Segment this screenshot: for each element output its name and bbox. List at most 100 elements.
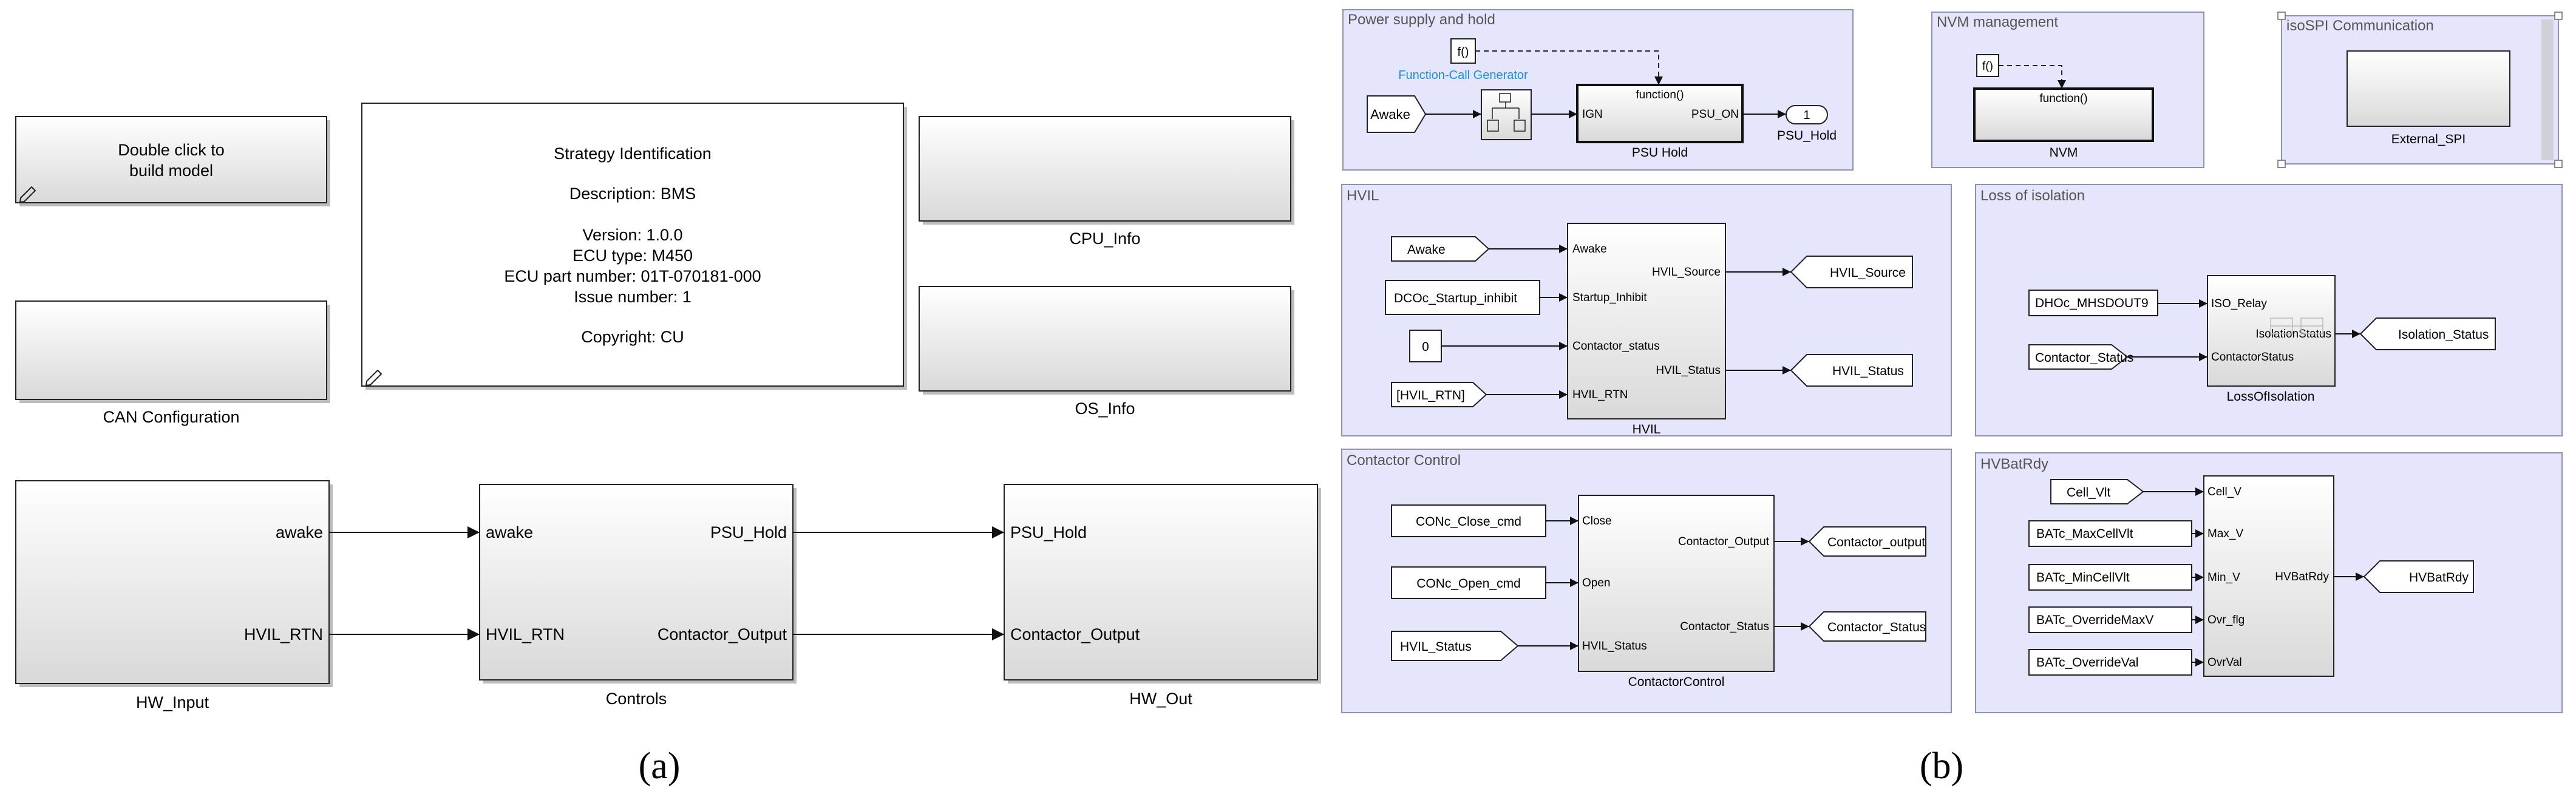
external-spi-block[interactable]: External_SPI <box>2347 50 2510 146</box>
hvil-output-status[interactable]: HVIL_Status <box>1790 354 1913 387</box>
isolation-input-dhoc[interactable]: DHOc_MHSDOUT9 <box>2028 290 2158 316</box>
hvbat-output[interactable]: HVBatRdy <box>2363 560 2474 593</box>
svg-text:CONc_Close_cmd: CONc_Close_cmd <box>1416 515 1521 529</box>
svg-text:Awake: Awake <box>1370 107 1410 122</box>
fcall-signal-line[interactable] <box>1475 50 1663 85</box>
psu-hold-block[interactable]: function() IGN PSU_ON PSU Hold <box>1576 84 1744 160</box>
hw-out-label: HW_Out <box>1129 690 1192 708</box>
hvil-block[interactable]: Awake Startup_Inhibit Contactor_status H… <box>1567 223 1726 436</box>
trigger-icon <box>1499 93 1511 103</box>
nvm-function-label: function() <box>2039 92 2087 105</box>
svg-text:BATc_MinCellVlt: BATc_MinCellVlt <box>2036 571 2130 585</box>
contactor-output-2[interactable]: Contactor_Status <box>1808 611 1926 642</box>
loss-of-isolation-label: LossOfIsolation <box>2227 390 2315 404</box>
function-call-generator[interactable]: f() Function-Call Generator <box>1398 38 1528 82</box>
strategy-issue: Issue number: 1 <box>574 288 692 306</box>
contactor-diagram: CONc_Close_cmd CONc_Open_cmd HVIL_Status <box>1391 495 1926 689</box>
contactor-in-close: Close <box>1582 515 1612 528</box>
contactor-in-hvil: HVIL_Status <box>1582 640 1647 653</box>
scrollbar[interactable] <box>2541 19 2554 160</box>
hvil-input-awake[interactable]: Awake <box>1391 236 1490 262</box>
controls-out-contactor-output: Contactor_Output <box>658 625 787 643</box>
isolation-in-relay: ISO_Relay <box>2211 297 2267 310</box>
can-configuration-block[interactable]: CAN Configuration <box>15 300 327 426</box>
hvil-out-status: HVIL_Status <box>1656 364 1721 377</box>
os-info-block[interactable]: OS_Info <box>919 286 1291 418</box>
hvil-diagram: Awake DCOc_Startup_inhibit 0 [HVIL_RTN] <box>1385 223 1913 436</box>
hvil-input-constant[interactable]: 0 <box>1409 330 1442 362</box>
hw-input-label: HW_Input <box>136 693 209 711</box>
hvbat-input-overrideval[interactable]: BATc_OverrideVal <box>2028 649 2192 676</box>
svg-text:DHOc_MHSDOUT9: DHOc_MHSDOUT9 <box>2035 296 2149 310</box>
hw-input-port-awake: awake <box>276 523 323 541</box>
hvil-output-source[interactable]: HVIL_Source <box>1790 256 1913 288</box>
hvbat-input-cell-vlt[interactable]: Cell_Vlt <box>2050 479 2144 504</box>
isolation-input-contactor[interactable]: Contactor_Status <box>2028 344 2133 370</box>
contactor-input-open[interactable]: CONc_Open_cmd <box>1391 566 1546 599</box>
hvil-input-dcoc[interactable]: DCOc_Startup_inhibit <box>1385 280 1540 315</box>
outport-number: 1 <box>1803 109 1810 122</box>
cpu-info-label: CPU_Info <box>1069 229 1140 248</box>
svg-text:BATc_MaxCellVlt: BATc_MaxCellVlt <box>2036 527 2133 541</box>
hvbat-input-overridemax[interactable]: BATc_OverrideMaxV <box>2028 606 2192 633</box>
strategy-identification-block[interactable]: Strategy Identification Description: BMS… <box>361 103 904 387</box>
nvm-label: NVM <box>2050 146 2078 160</box>
nvm-fcall-line[interactable] <box>1999 65 2066 89</box>
contactor-output-1[interactable]: Contactor_output <box>1808 526 1926 557</box>
hw-out-port-contactor-output: Contactor_Output <box>1010 625 1140 643</box>
svg-text:HVIL_Status: HVIL_Status <box>1400 640 1472 654</box>
contactor-out-output: Contactor_Output <box>1678 535 1770 548</box>
hvbatrdy-block[interactable]: Cell_V Max_V Min_V Ovr_flg OvrVal HVBatR… <box>2203 475 2334 677</box>
pencil-icon <box>365 369 382 387</box>
build-model-line1: Double click to <box>118 141 225 159</box>
svg-text:DCOc_Startup_inhibit: DCOc_Startup_inhibit <box>1394 291 1517 305</box>
left-model: Double click to build model CAN Configur… <box>15 103 1321 711</box>
hvbat-input-mincell[interactable]: BATc_MinCellVlt <box>2028 564 2192 591</box>
build-model-line2: build model <box>129 161 213 180</box>
controls-block[interactable]: awake HVIL_RTN PSU_Hold Contactor_Output… <box>479 484 794 708</box>
hvbat-in-max: Max_V <box>2207 528 2243 540</box>
hvil-in-rtn: HVIL_RTN <box>1572 389 1628 401</box>
contactor-control-block[interactable]: Close Open HVIL_Status Contactor_Output … <box>1578 495 1775 689</box>
isolation-in-contactor: ContactorStatus <box>2211 351 2294 364</box>
controls-label: Controls <box>606 690 667 708</box>
nvm-fcall-icon: f() <box>1982 60 1993 73</box>
hvil-input-goto-rtn[interactable]: [HVIL_RTN] <box>1391 382 1487 407</box>
strategy-ecu-part: ECU part number: 01T-070181-000 <box>504 267 761 285</box>
nvm-block[interactable]: function() NVM <box>1973 87 2154 160</box>
svg-text:Contactor_Status: Contactor_Status <box>1827 620 1926 634</box>
hw-out-block[interactable]: PSU_Hold Contactor_Output HW_Out <box>1004 484 1318 708</box>
outport-name: PSU_Hold <box>1777 129 1837 143</box>
outport-psu-hold[interactable]: 1 PSU_Hold <box>1777 105 1837 143</box>
psu-port-psu-on: PSU_ON <box>1691 108 1739 121</box>
contactor-input-close[interactable]: CONc_Close_cmd <box>1391 504 1546 537</box>
power-supply-diagram: f() Function-Call Generator Awake functi… <box>1367 38 1837 160</box>
caption-b: (b) <box>1920 745 1963 787</box>
nvm-fcall[interactable]: f() <box>1976 54 1999 77</box>
hvil-block-label: HVIL <box>1633 422 1661 436</box>
loss-of-isolation-block[interactable]: ISO_Relay ContactorStatus IsolationStatu… <box>2207 275 2336 404</box>
area-title-hvbat: HVBatRdy <box>1980 456 2048 472</box>
svg-text:0: 0 <box>1422 340 1429 354</box>
svg-text:[HVIL_RTN]: [HVIL_RTN] <box>1396 389 1465 402</box>
pencil-icon <box>19 186 36 203</box>
trigger-block[interactable] <box>1481 89 1532 140</box>
hvil-in-contactor: Contactor_status <box>1572 340 1660 353</box>
contactor-input-hvil-status[interactable]: HVIL_Status <box>1391 631 1519 661</box>
hvbat-input-maxcell[interactable]: BATc_MaxCellVlt <box>2028 520 2192 547</box>
inport-awake[interactable]: Awake <box>1367 95 1427 133</box>
caption-a: (a) <box>639 745 681 787</box>
svg-text:BATc_OverrideVal: BATc_OverrideVal <box>2036 656 2138 670</box>
cpu-info-block[interactable]: CPU_Info <box>919 116 1291 248</box>
area-title-isolation: Loss of isolation <box>1980 188 2085 204</box>
contactor-in-open: Open <box>1582 577 1610 589</box>
hvbat-in-ovrval: OvrVal <box>2207 656 2242 669</box>
strategy-description: Description: BMS <box>569 185 696 203</box>
build-model-block[interactable]: Double click to build model <box>15 116 327 203</box>
area-title-power-supply: Power supply and hold <box>1348 12 1495 28</box>
isolation-diagram: DHOc_MHSDOUT9 Contactor_Status ISO_Relay… <box>2028 275 2496 404</box>
isolation-output[interactable]: Isolation_Status <box>2359 317 2496 350</box>
nvm-diagram: f() function() NVM <box>1973 54 2154 160</box>
hw-input-block[interactable]: awake HVIL_RTN HW_Input <box>15 480 330 711</box>
